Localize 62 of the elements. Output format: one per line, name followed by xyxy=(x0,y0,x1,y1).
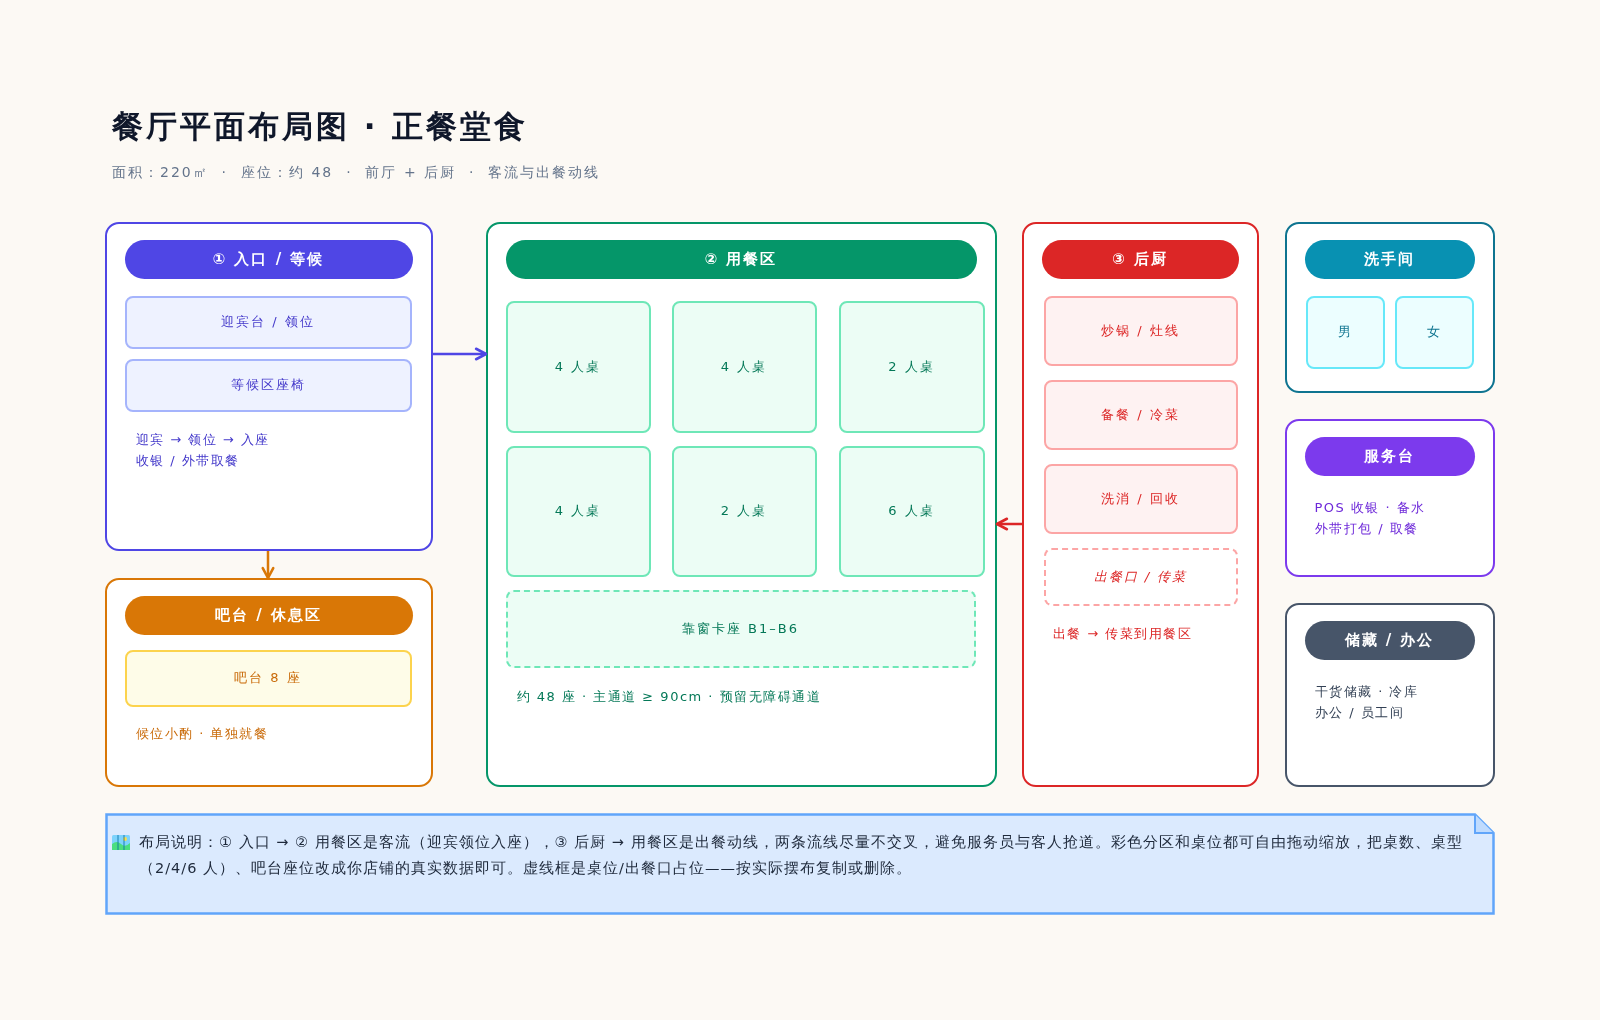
zone-note: 干货储藏 · 冷库 xyxy=(1314,682,1419,701)
dining-zone xyxy=(486,222,997,787)
flow-arrow xyxy=(261,551,275,580)
flow-arrow xyxy=(433,347,488,361)
zone-heading: ① 入口 / 等候 xyxy=(124,239,413,279)
waiting-bench xyxy=(124,358,412,412)
zone-note: 出餐 → 传菜到用餐区 xyxy=(1052,624,1193,643)
dining-table xyxy=(671,445,817,577)
bar-zone xyxy=(105,578,433,787)
area-label: 2 人桌 xyxy=(888,357,935,376)
area-label: 女 xyxy=(1426,323,1442,341)
zone-heading: 吧台 / 休息区 xyxy=(124,595,413,635)
zone-heading: 服务台 xyxy=(1304,436,1475,476)
page-title: 餐厅平面布局图 · 正餐堂食 xyxy=(112,107,529,146)
zone-note: 候位小酌 · 单独就餐 xyxy=(135,724,269,743)
note-text: 布局说明：① 入口 → ② 用餐区是客流（迎宾领位入座），③ 后厨 → 用餐区是出餐动线，两条流线尽量不交叉，避免服务员与客人抢道。彩色分区和桌位都可自由拖动缩放，把桌数、桌型（2/4/6 人）、吧台座位改成你店铺的真实数据即可。虚线框是桌位/出餐口占位——按实际摆布复制或删除。 xyxy=(139,833,1464,878)
zone-heading: ② 用餐区 xyxy=(505,239,977,279)
dining-table xyxy=(838,300,985,433)
note-card xyxy=(105,813,1495,915)
dining-table xyxy=(505,445,651,577)
area-label: 洗消 / 回收 xyxy=(1101,489,1180,508)
pass-window xyxy=(1043,547,1238,606)
restroom-zone xyxy=(1285,222,1495,393)
area-label: 备餐 / 冷菜 xyxy=(1101,405,1180,424)
storage-zone xyxy=(1285,603,1495,787)
kitchen-station xyxy=(1043,379,1238,450)
area-label: 6 人桌 xyxy=(888,502,935,520)
area-label: 出餐口 / 传菜 xyxy=(1093,567,1188,586)
flow-arrow xyxy=(995,517,1022,531)
area-label: 迎宾台 / 领位 xyxy=(221,313,315,331)
area-label: 4 人桌 xyxy=(720,357,768,376)
dining-table xyxy=(671,300,817,433)
entrance-zone xyxy=(105,222,433,551)
restroom-stall xyxy=(1394,295,1474,369)
area-label: 2 人桌 xyxy=(720,502,768,520)
zone-note: POS 收银 · 备水 xyxy=(1314,498,1426,517)
window-booth xyxy=(505,589,976,668)
zone-heading: ③ 后厨 xyxy=(1041,239,1239,279)
service-zone xyxy=(1285,419,1495,577)
area-label: 靠窗卡座 B1–B6 xyxy=(682,619,799,638)
area-label: 等候区座椅 xyxy=(230,376,306,394)
bar-counter xyxy=(124,649,412,707)
zone-note: 约 48 座 · 主通道 ≥ 90cm · 预留无障碍通道 xyxy=(516,687,822,706)
host-stand xyxy=(124,295,412,349)
area-label: 吧台 8 座 xyxy=(234,669,302,687)
subtitle: 面积：220㎡ · 座位：约 48 · 前厅 + 后厨 · 客流与出餐动线 xyxy=(112,163,601,182)
area-label: 4 人桌 xyxy=(554,502,602,520)
zone-heading: 洗手间 xyxy=(1304,239,1475,279)
zone-note: 迎宾 → 领位 → 入座 xyxy=(135,430,270,449)
area-label: 男 xyxy=(1337,323,1353,341)
dining-table xyxy=(838,445,985,577)
area-label: 4 人桌 xyxy=(554,357,602,376)
zone-note: 收银 / 外带取餐 xyxy=(135,451,240,470)
kitchen-zone xyxy=(1022,222,1259,787)
area-label: 炒锅 / 灶线 xyxy=(1101,321,1180,340)
kitchen-station xyxy=(1043,295,1238,366)
zone-note: 办公 / 员工间 xyxy=(1314,703,1405,722)
kitchen-station xyxy=(1043,463,1238,534)
dining-table xyxy=(505,300,651,433)
restroom-stall xyxy=(1305,295,1385,369)
zone-heading: 储藏 / 办公 xyxy=(1304,620,1475,660)
zone-note: 外带打包 / 取餐 xyxy=(1314,519,1419,538)
